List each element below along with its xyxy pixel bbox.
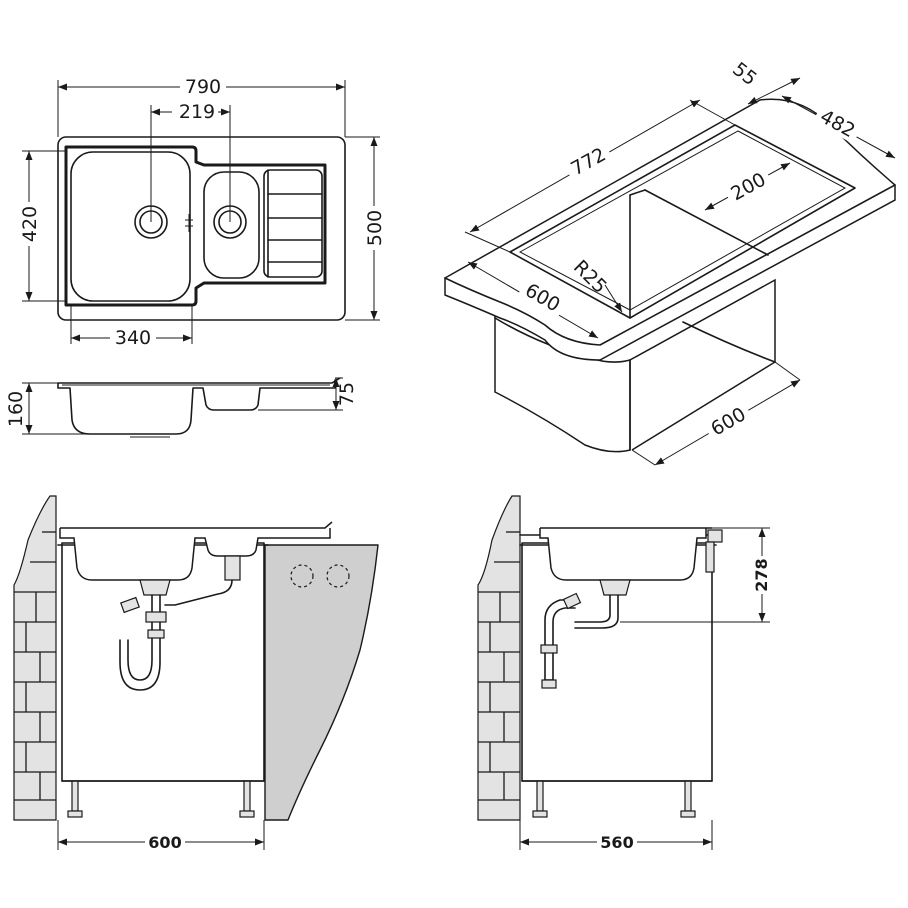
iso-worktop [444, 98, 896, 361]
front-side-wall [264, 544, 379, 821]
main-bowl-top [70, 151, 191, 302]
cutout-contour [64, 145, 327, 307]
dim-overall-depth: 500 [364, 210, 386, 246]
dim-overall-width: 790 [185, 76, 221, 98]
side-install-view: 278 560 [477, 495, 772, 852]
front-sink [59, 521, 333, 581]
front-siphon [139, 579, 171, 596]
dim-cabinet-width: 600 [148, 833, 181, 852]
dim-rim-offset: 55 [728, 58, 761, 90]
side-sink [539, 527, 712, 581]
front-brick-wall [13, 495, 57, 821]
front-install-view: 600 [13, 495, 379, 852]
dim-bowl-spacing: 219 [179, 101, 215, 123]
dim-cabinet-depth-side: 560 [600, 833, 633, 852]
side-view: 160 75 [5, 377, 358, 438]
sink-section-side [57, 377, 341, 435]
isometric-view: 772 55 482 200 R25 600 600 [444, 58, 896, 466]
small-bowl-top [203, 171, 260, 279]
top-view: 790 219 340 420 500 [18, 74, 386, 349]
dim-small-bowl-depth: 75 [336, 382, 358, 406]
dim-bowl-width: 340 [115, 327, 151, 349]
dim-inner-depth: 420 [19, 206, 41, 242]
side-brick-wall [477, 495, 521, 821]
dim-main-bowl-depth: 160 [5, 391, 27, 427]
dim-drain-height: 278 [752, 558, 771, 591]
sink-outline-top [57, 136, 346, 321]
drainer-board [263, 169, 323, 278]
